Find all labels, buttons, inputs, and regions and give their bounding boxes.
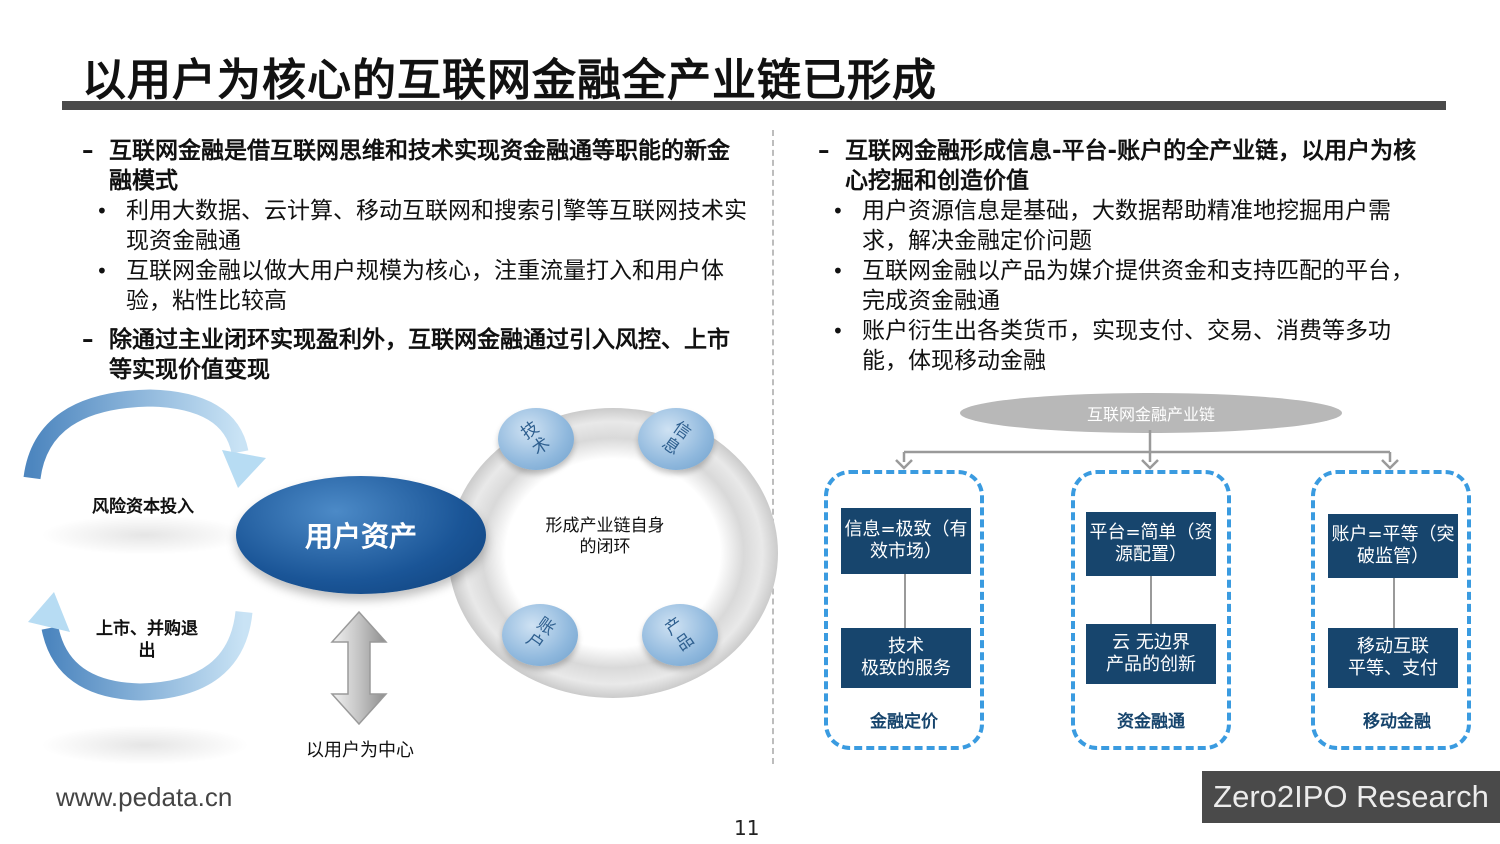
chain-connectors	[895, 430, 1399, 470]
left-dash-text-2: 除通过主业闭环实现盈利外，互联网金融通过引入风控、上市等实现价值变现	[109, 327, 730, 383]
group-connector-line	[1393, 578, 1395, 628]
cycle-arrows	[23, 389, 266, 701]
cycle-shadow-top	[40, 515, 250, 555]
brand-logo: Zero2IPO Research	[1202, 771, 1500, 823]
bullet-marker: •	[96, 199, 108, 223]
closed-loop-ring	[448, 408, 778, 698]
cycle-shadow-bottom	[40, 725, 250, 765]
title-rule	[62, 101, 1446, 110]
right-dash-item-1: – 互联网金融形成信息-平台-账户的全产业链，以用户为核心挖掘和创造价值	[818, 136, 1418, 196]
box-mobile: 移动互联 平等、支付	[1328, 628, 1458, 688]
ring-node-tech: 技术	[498, 408, 574, 470]
dash-marker: –	[82, 327, 94, 353]
group-label-pricing: 金融定价	[870, 712, 938, 732]
left-dash-text-1: 互联网金融是借互联网思维和技术实现资金融通等职能的新金融模式	[109, 138, 730, 194]
user-center-note: 以用户为中心	[306, 740, 414, 761]
left-text-column: – 互联网金融是借互联网思维和技术实现资金融通等职能的新金融模式 • 利用大数据…	[82, 136, 752, 385]
chain-title: 互联网金融产业链	[1086, 405, 1215, 424]
group-connector-line	[1150, 576, 1152, 624]
user-asset-ellipse: 用户资产	[236, 476, 486, 594]
dash-marker: –	[818, 138, 830, 164]
ring-node-account-label: 账户	[522, 613, 559, 656]
double-arrow-icon	[330, 610, 388, 726]
right-text-column: – 互联网金融形成信息-平台-账户的全产业链，以用户为核心挖掘和创造价值 • 用…	[818, 136, 1418, 376]
right-bullet-text-3: 账户衍生出各类货币，实现支付、交易、消费等多功能，体现移动金融	[862, 318, 1391, 374]
chain-group-financing	[1071, 470, 1231, 750]
right-bullet-1: • 用户资源信息是基础，大数据帮助精准地挖掘用户需求，解决金融定价问题	[818, 196, 1418, 256]
user-asset-label: 用户资产	[304, 520, 417, 553]
page-title: 以用户为核心的互联网金融全产业链已形成	[82, 55, 937, 106]
box-cloud: 云 无边界 产品的创新	[1086, 624, 1216, 684]
ring-node-info-label: 信息	[658, 417, 695, 460]
box-technology: 技术 极致的服务	[841, 628, 971, 688]
right-bullet-3: • 账户衍生出各类货币，实现支付、交易、消费等多功能，体现移动金融	[818, 316, 1418, 376]
dash-marker: –	[82, 138, 94, 164]
group-label-mobile: 移动金融	[1363, 712, 1431, 732]
ring-node-product: 产品	[642, 604, 718, 666]
bottom-cycle-arrow	[28, 592, 253, 701]
column-divider	[772, 130, 774, 764]
group-connector-line	[904, 574, 906, 628]
bullet-marker: •	[832, 199, 844, 223]
ring-node-info: 信息	[638, 408, 714, 470]
left-bullet-2: • 互联网金融以做大用户规模为核心，注重流量打入和用户体验，粘性比较高	[82, 256, 752, 316]
box-account: 账户=平等（突破监管）	[1328, 514, 1458, 578]
left-bullet-1: • 利用大数据、云计算、移动互联网和搜索引擎等互联网技术实现资金融通	[82, 196, 752, 256]
right-bullet-2: • 互联网金融以产品为媒介提供资金和支持匹配的平台，完成资金融通	[818, 256, 1418, 316]
ring-node-tech-label: 技术	[517, 417, 554, 460]
bullet-marker: •	[832, 319, 844, 343]
cycle-bottom-label: 上市、并购退出	[96, 619, 198, 661]
left-bullet-text-2: 互联网金融以做大用户规模为核心，注重流量打入和用户体验，粘性比较高	[126, 258, 724, 314]
top-cycle-arrow	[23, 389, 266, 488]
right-bullet-text-1: 用户资源信息是基础，大数据帮助精准地挖掘用户需求，解决金融定价问题	[862, 198, 1391, 254]
ring-node-product-label: 产品	[661, 613, 698, 656]
box-platform: 平台=简单（资源配置）	[1086, 512, 1216, 576]
ring-center-text: 形成产业链自身的闭环	[545, 516, 665, 557]
box-information: 信息=极致（有效市场）	[841, 508, 971, 574]
bullet-marker: •	[96, 259, 108, 283]
chain-group-pricing	[824, 470, 984, 750]
right-bullet-text-2: 互联网金融以产品为媒介提供资金和支持匹配的平台，完成资金融通	[862, 258, 1414, 314]
page-number: 11	[734, 816, 760, 840]
chain-group-mobile	[1311, 470, 1471, 750]
group-label-financing: 资金融通	[1117, 712, 1185, 732]
bullet-marker: •	[832, 259, 844, 283]
left-dash-item-1: – 互联网金融是借互联网思维和技术实现资金融通等职能的新金融模式	[82, 136, 752, 196]
footer-url: www.pedata.cn	[56, 782, 233, 812]
left-dash-item-2: – 除通过主业闭环实现盈利外，互联网金融通过引入风控、上市等实现价值变现	[82, 325, 752, 385]
brand-text: Zero2IPO Research	[1213, 779, 1489, 814]
chain-title-ellipse: 互联网金融产业链	[960, 393, 1342, 433]
ring-node-account: 账户	[502, 604, 578, 666]
right-dash-text-1: 互联网金融形成信息-平台-账户的全产业链，以用户为核心挖掘和创造价值	[845, 138, 1417, 194]
left-bullet-text-1: 利用大数据、云计算、移动互联网和搜索引擎等互联网技术实现资金融通	[126, 198, 747, 254]
cycle-top-label: 风险资本投入	[92, 497, 194, 517]
